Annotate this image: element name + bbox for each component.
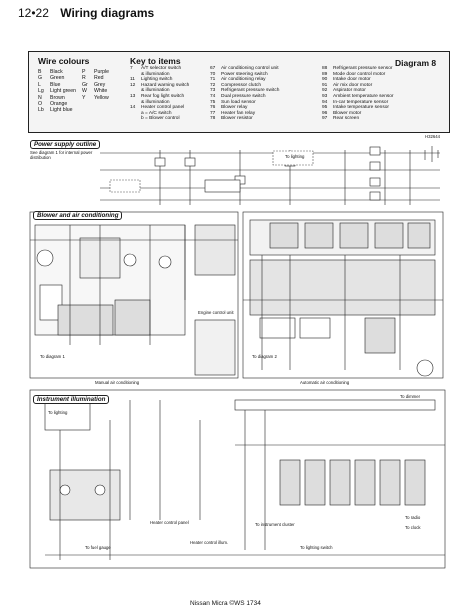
to-diagram-1-note: To diagram 1: [40, 354, 65, 359]
engine-control-unit-label: Engine control unit: [198, 310, 234, 315]
automatic-ac-caption: Automatic air conditioning: [300, 380, 350, 385]
page-number: 12•22: [18, 6, 49, 20]
page-header: 12•22 Wiring diagrams: [18, 6, 154, 20]
page-footer: Nissan Micra ©WS 1734: [190, 600, 261, 607]
power-supply-note: See diagram 1 for internal power distrib…: [30, 150, 93, 160]
to-fuel-note: To fuel gauge: [85, 545, 111, 550]
heater-illum-note: Heater control illum.: [190, 540, 229, 545]
section-blower-ac-label: Blower and air conditioning: [33, 211, 123, 220]
key-title: Key to items: [130, 56, 181, 66]
page-title: Wiring diagrams: [60, 6, 155, 20]
diagram-label: Diagram 8: [395, 58, 437, 68]
section-power-supply-label: Power supply outline: [30, 140, 101, 149]
to-lighting-instrument-note: To lighting: [48, 410, 68, 415]
to-lighting-note: To lighting: [285, 154, 305, 159]
to-radio-note: To radio: [405, 515, 421, 520]
section-instrument-label: Instrument illumination: [33, 395, 110, 404]
key-item: b = Blower control: [141, 116, 180, 122]
key-item: & illumination: [141, 88, 170, 94]
to-dimmer-note: To dimmer: [400, 394, 421, 399]
to-clock-note: To clock: [405, 525, 421, 530]
key-item: & illumination: [141, 99, 170, 105]
to-cluster-note: To instrument cluster: [255, 522, 295, 527]
manual-ac-caption: Manual air conditioning: [95, 380, 140, 385]
to-lighting-switch-note: To lighting switch: [300, 545, 333, 550]
reference-code: H32644: [425, 134, 441, 139]
key-item: & illumination: [141, 71, 170, 77]
to-diagram-2-note: To diagram 2: [252, 354, 277, 359]
key-item: a = A/C switch: [141, 110, 172, 116]
wire-colours-title: Wire colours: [38, 56, 90, 66]
heater-panel-note: Heater control panel: [150, 520, 189, 525]
legend-box: [28, 51, 450, 133]
